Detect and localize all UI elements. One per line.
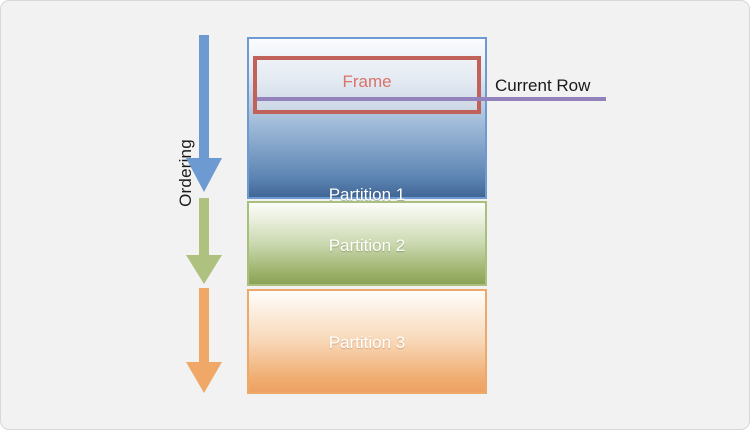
partition-2-box[interactable]: Partition 2	[247, 201, 487, 286]
ordering-arrow-blue-icon	[186, 35, 222, 192]
ordering-arrow-green-icon	[186, 198, 222, 284]
frame-box[interactable]: Frame	[253, 56, 481, 114]
current-row-line	[257, 97, 606, 101]
partition-2-label: Partition 2	[328, 236, 406, 255]
partition-3-label: Partition 3	[328, 333, 406, 352]
current-row-label: Current Row	[495, 76, 591, 95]
partition-3-box[interactable]: Partition 3	[247, 289, 487, 394]
ordering-arrow-orange-icon	[186, 288, 222, 393]
frame-label: Frame	[342, 72, 392, 91]
